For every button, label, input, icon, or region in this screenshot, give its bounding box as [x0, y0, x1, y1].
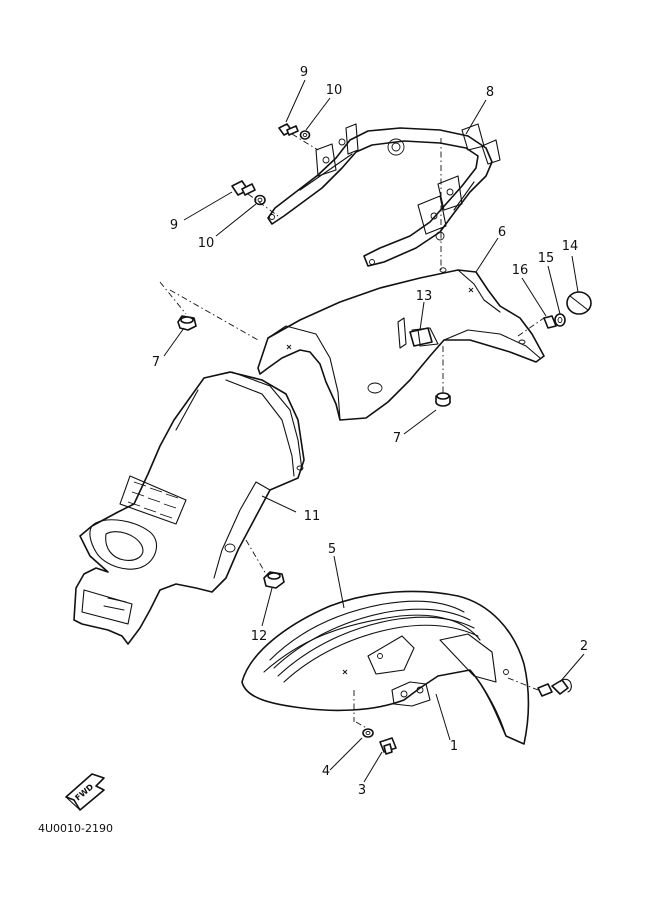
callout-11: 11 [304, 509, 321, 524]
assembly-lines [159, 133, 545, 731]
callout-12: 12 [251, 629, 268, 644]
nut-7-left [177, 315, 197, 331]
callouts: 9 10 8 9 10 6 14 15 16 13 7 7 11 5 12 2 … [152, 65, 588, 798]
callout-9-upper: 9 [300, 65, 308, 80]
callout-7-right: 7 [393, 431, 401, 446]
bolt-3 [379, 737, 397, 755]
nut-7-right [435, 392, 451, 407]
leader-lines [163, 79, 585, 783]
callout-2: 2 [580, 639, 588, 654]
washer-4 [362, 728, 374, 738]
callout-14: 14 [562, 239, 579, 254]
callout-8: 8 [486, 85, 494, 100]
callout-1: 1 [450, 739, 458, 754]
clip-13 [409, 327, 433, 347]
bolt-9-lower [231, 180, 256, 196]
fwd-arrow-icon: FWD [65, 773, 105, 811]
rear-fender-upper [257, 267, 545, 421]
stud-2 [537, 678, 572, 697]
callout-10-upper: 10 [326, 83, 343, 98]
rear-inner-fender [73, 371, 305, 645]
callout-13: 13 [416, 289, 433, 304]
nut-16 [543, 315, 557, 329]
nut-12 [263, 571, 285, 589]
callout-5: 5 [328, 542, 336, 557]
washer-10-lower [254, 194, 266, 206]
callout-9-lower: 9 [170, 218, 178, 233]
bolt-9-upper [278, 123, 299, 136]
callout-10-lower: 10 [198, 236, 215, 251]
front-fender [241, 590, 530, 745]
rear-frame-bracket [267, 123, 501, 270]
callout-15: 15 [538, 251, 555, 266]
callout-7-left: 7 [152, 355, 160, 370]
drawing-code: 4U0010-2190 [38, 822, 113, 835]
callout-4: 4 [322, 764, 330, 779]
washer-10-upper [299, 130, 311, 140]
callout-16: 16 [512, 263, 529, 278]
callout-6: 6 [498, 225, 506, 240]
callout-3: 3 [358, 783, 366, 798]
washer-15 [554, 313, 566, 327]
cap-14 [566, 291, 592, 315]
